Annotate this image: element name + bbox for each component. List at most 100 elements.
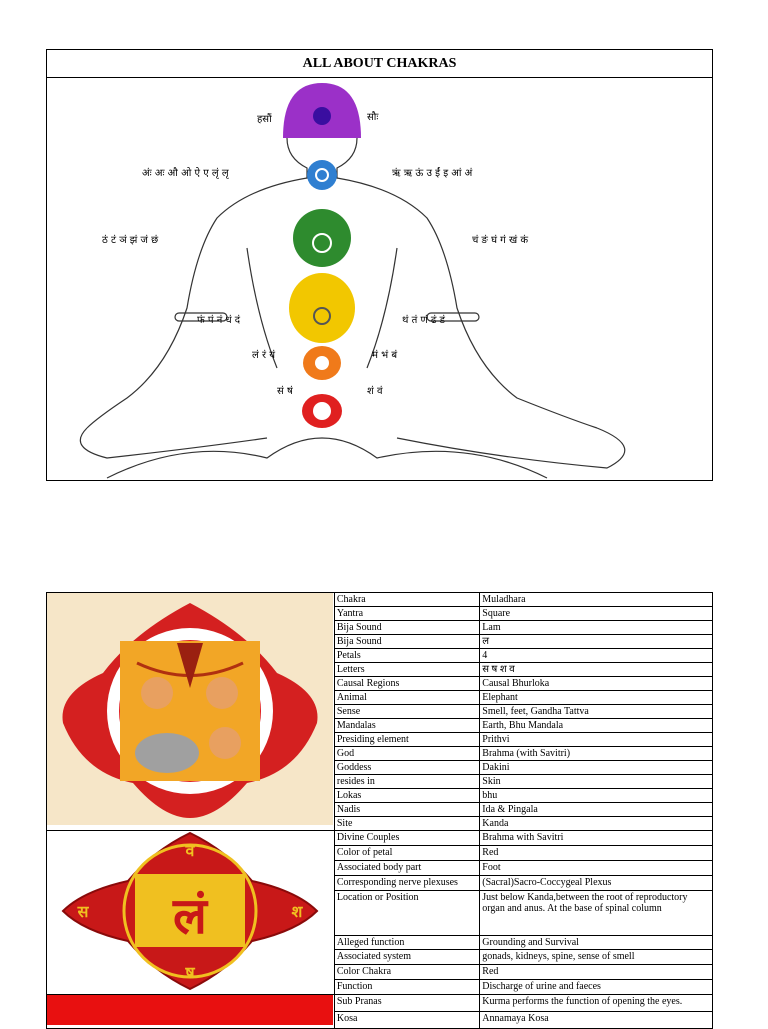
heart-right-label: चं ङं घं गं खं कं: [472, 234, 528, 246]
heart-left-label: ठं टं ञं झं जं छं: [102, 234, 159, 246]
sacral-right-label: मं भं बं: [372, 349, 397, 361]
row-value: Brahma (with Savitri): [479, 746, 713, 761]
row-value: gonads, kidneys, spine, sense of smell: [479, 949, 713, 966]
row-key: Mandalas: [333, 718, 481, 733]
torso-outline: [86, 177, 598, 429]
chakra-image-cell: लं व ष स श: [46, 830, 335, 995]
root-right-label: शं वं: [367, 385, 383, 397]
crown-left-label: हसौं: [257, 113, 272, 125]
throat-right-label: ऋं ऋ ऊं उ ईं इ आं अं: [392, 167, 473, 179]
row-key: Bija Sound: [333, 634, 481, 649]
arm-outline: [246, 247, 398, 369]
row-value: Red: [479, 964, 713, 981]
row-key: Kosa: [333, 1011, 481, 1029]
row-value: Kurma performs the function of opening t…: [479, 994, 713, 1012]
throat-center: [315, 168, 329, 182]
row-value: 4: [479, 648, 713, 663]
seated-figure-illustration: हसौं सौः अंः अः औ ओ ऐ ए लृं लृ ऋं ऋ ऊं उ…: [79, 83, 626, 479]
row-value: Discharge of urine and faeces: [479, 979, 713, 995]
sacral-left-label: लं रं यं: [252, 349, 275, 361]
row-value: Annamaya Kosa: [479, 1011, 713, 1029]
row-key: Color of petal: [333, 844, 481, 861]
row-value: Skin: [479, 774, 713, 789]
crown-right-label: सौः: [367, 111, 379, 123]
yantra-center-letter: लं: [172, 887, 209, 945]
row-key: Yantra: [333, 606, 481, 621]
row-value: Just below Kanda,between the root of rep…: [479, 889, 713, 936]
muladhara-yantra-painting: [47, 593, 333, 825]
lotus-base: [106, 437, 548, 479]
page-title: ALL ABOUT CHAKRAS: [47, 50, 712, 78]
heart-center: [312, 233, 332, 253]
row-value: Elephant: [479, 690, 713, 705]
right-armband: [426, 312, 480, 322]
left-armband: [174, 312, 228, 322]
row-value: ल: [479, 634, 713, 649]
row-key: Corresponding nerve plexuses: [333, 874, 481, 891]
row-value: Dakini: [479, 760, 713, 775]
row-key: Chakra: [333, 592, 481, 607]
row-key: Divine Couples: [333, 830, 481, 846]
row-key: resides in: [333, 774, 481, 789]
row-value: Causal Bhurloka: [479, 676, 713, 691]
yantra-left-letter: स: [77, 902, 90, 921]
throat-chakra: [307, 160, 337, 190]
chakra-image-cell: [46, 592, 335, 831]
row-value: Grounding and Survival: [479, 934, 713, 951]
root-left-label: सं षं: [277, 385, 293, 397]
navel-left-label: फं पं नं धं दं: [197, 314, 241, 326]
root-center: [313, 402, 331, 420]
row-value: Brahma with Savitri: [479, 830, 713, 846]
navel-right-label: थं तं णं ढं डं: [402, 314, 446, 326]
row-key: Petals: [333, 648, 481, 663]
row-key: Alleged function: [333, 934, 481, 951]
row-key: Bija Sound: [333, 620, 481, 635]
row-value: स ष श व: [479, 662, 713, 677]
row-key: Sense: [333, 704, 481, 719]
row-key: Site: [333, 816, 481, 831]
row-key: Function: [333, 979, 481, 995]
navel-center: [313, 307, 331, 325]
row-value: Prithvi: [479, 732, 713, 747]
row-value: (Sacral)Sacro-Coccygeal Plexus: [479, 874, 713, 891]
row-key: Location or Position: [333, 889, 481, 936]
row-key: Associated system: [333, 949, 481, 966]
row-value: Foot: [479, 859, 713, 876]
chakra-figure-panel: ALL ABOUT CHAKRAS हसौं सौः अंः अः औ ओ ऐ: [46, 49, 713, 481]
crown-center: [313, 107, 331, 125]
heart-chakra: [293, 209, 351, 267]
row-value: Square: [479, 606, 713, 621]
row-value: Red: [479, 844, 713, 861]
muladhara-symbol: लं व ष स श: [47, 831, 333, 991]
row-key: Causal Regions: [333, 676, 481, 691]
row-key: Lokas: [333, 788, 481, 803]
legs-outline: [79, 427, 626, 469]
row-value: Muladhara: [479, 592, 713, 607]
red-band: [47, 995, 333, 1025]
row-value: Kanda: [479, 816, 713, 831]
row-key: Color Chakra: [333, 964, 481, 981]
row-key: Animal: [333, 690, 481, 705]
row-key: God: [333, 746, 481, 761]
row-value: Ida & Pingala: [479, 802, 713, 817]
sacral-center: [315, 356, 329, 370]
throat-left-label: अंः अः औ ओ ऐ ए लृं लृ: [142, 167, 230, 179]
row-key: Nadis: [333, 802, 481, 817]
